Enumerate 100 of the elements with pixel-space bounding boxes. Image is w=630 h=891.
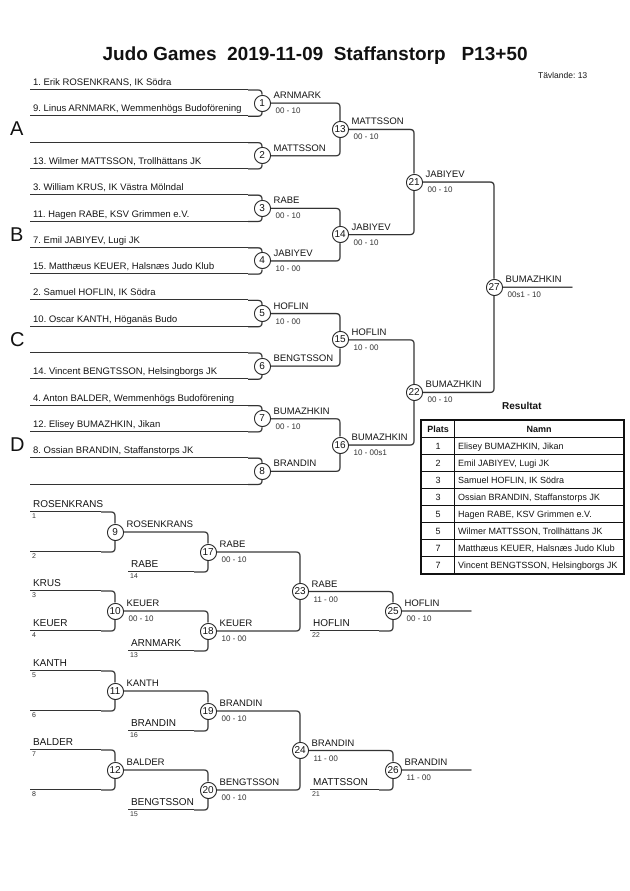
winner-name: JABIYEV <box>426 169 465 180</box>
bracket-line <box>402 769 472 771</box>
competitor-entry: 11. Hagen RABE, KSV Grimmen e.V. <box>30 208 248 222</box>
bracket-line <box>194 720 209 732</box>
bracket-line <box>422 296 495 394</box>
bracket-line <box>270 454 341 472</box>
match-circle: 24 <box>292 742 308 759</box>
bracket-line <box>502 286 572 288</box>
competitor-entry: 15. Matthæus KEUER, Halsnæs Judo Klub <box>30 261 248 274</box>
match-circle: 20 <box>200 782 216 798</box>
bracket-line <box>248 427 263 433</box>
bracket-line <box>248 269 263 275</box>
bracket-line <box>270 348 341 367</box>
bracket-line <box>101 749 116 762</box>
match-score: 00 - 10 <box>276 422 300 431</box>
bracket-line <box>248 164 263 170</box>
winner-name: BRANDIN <box>220 698 262 709</box>
competitor-entry: 2. Samuel HOFLIN, IK Södra <box>30 287 248 300</box>
bracket-line <box>124 531 209 544</box>
pool-letter: B <box>10 224 24 246</box>
winner-name: KANTH <box>126 678 159 689</box>
match-score: 10 - 00s1 <box>354 448 387 458</box>
competitor-entry: 4. Anton BALDER, Wemmenhögs Budoförening <box>30 392 248 406</box>
bracket-line <box>248 352 263 358</box>
title: Judo Games 2019-11-09 Staffanstorp P13+50 <box>102 44 528 66</box>
match-score: 00 - 10 <box>428 395 452 404</box>
match-score: 11 - 00 <box>314 594 338 604</box>
match-circle: 17 <box>200 544 216 560</box>
match-circle: 14 <box>332 226 348 244</box>
match-circle: 4 <box>254 252 270 270</box>
bracket-line <box>101 590 116 602</box>
winner-name: BUMAZHKIN <box>352 432 408 444</box>
match-score: 00 - 10 <box>354 132 378 142</box>
winner-name: MATTSSON <box>352 116 404 128</box>
match-circle: 8 <box>254 462 270 480</box>
match-score: 00 - 10 <box>222 555 246 564</box>
bracket-line <box>248 458 263 463</box>
winner-name: RABE <box>312 578 338 590</box>
competitor-entry: 1. Erik ROSENKRANS, IK Södra <box>30 77 248 90</box>
winner-name: HOFLIN <box>352 326 386 338</box>
competitor-entry: KRUS <box>30 578 101 591</box>
place-cell: 5 <box>421 522 454 540</box>
match-score: 00 - 10 <box>354 238 378 247</box>
bracket-line <box>124 769 209 782</box>
match-score: 00 - 10 <box>222 714 246 723</box>
bracket-line <box>30 352 248 353</box>
match-score: 11 - 00 <box>406 773 431 782</box>
match-circle: 21 <box>406 174 422 191</box>
bracket-line <box>270 312 341 332</box>
match-circle: 10 <box>106 602 124 620</box>
winner-name: ROSENKRANS <box>126 519 194 530</box>
match-circle: 23 <box>292 583 308 600</box>
bracket-line <box>30 551 101 552</box>
winner-name: RABE <box>220 539 246 550</box>
winner-name: BENGTSSON <box>274 353 334 364</box>
match-score: 00 - 10 <box>406 614 432 623</box>
competitor-entry: BALDER <box>30 737 101 750</box>
competitor-entry: 14. Vincent BENGTSSON, Helsingborgs JK <box>30 366 248 380</box>
match-circle: 15 <box>332 331 348 348</box>
winner-name: HOFLIN <box>404 598 440 609</box>
bracket-line <box>308 590 394 602</box>
place-cell: 3 <box>421 472 454 488</box>
bracket-line <box>248 112 263 117</box>
competitor-entry: 12. Elisey BUMAZHKIN, Jikan <box>30 418 248 432</box>
bracket-line <box>348 400 415 446</box>
bracket-line <box>124 610 209 622</box>
bracket-line <box>101 540 116 553</box>
bracket-line <box>248 247 263 252</box>
bracket-line <box>308 750 394 762</box>
winner-name: BRANDIN <box>274 458 316 470</box>
match-score: 00 - 10 <box>276 211 300 220</box>
bracket-line <box>101 670 116 682</box>
competitor-entry: 7. Emil JABIYEV, Lugi JK <box>30 234 248 248</box>
match-circle: 22 <box>406 384 422 401</box>
competitor-entry: BENGTSSON <box>128 797 194 810</box>
competitor-entry: ROSENKRANS <box>30 499 101 512</box>
match-circle: 6 <box>254 358 270 375</box>
winner-name: KEUER <box>126 598 160 609</box>
match-score: 10 - 00 <box>222 634 246 643</box>
match-score: 00 - 10 <box>428 185 452 194</box>
bracket-line <box>101 700 116 712</box>
match-score: 11 - 00 <box>314 754 338 762</box>
bracket-line <box>348 339 415 384</box>
competitor-entry: KEUER <box>30 618 101 631</box>
match-score: 00 - 10 <box>276 106 300 116</box>
competitor-entry: KANTH <box>30 658 101 671</box>
competitor-entry: 9. Linus ARNMARK, Wemmenhögs Budoförening <box>30 103 248 116</box>
winner-name: RABE <box>274 195 300 206</box>
bracket-line <box>402 610 472 612</box>
winner-name: JABIYEV <box>352 222 391 233</box>
match-circle: 2 <box>254 147 270 164</box>
winner-name: BRANDIN <box>404 757 448 768</box>
winner-name: BUMAZHKIN <box>506 274 562 286</box>
competitor-entry: BRANDIN <box>128 718 194 731</box>
competitor-entry: 8. Ossian BRANDIN, Staffanstorps JK <box>30 445 248 458</box>
competitor-count: Tävlande: 13 <box>538 70 588 80</box>
match-circle: 27 <box>486 278 502 296</box>
bracket-line <box>194 640 209 652</box>
bracket-line <box>101 778 116 791</box>
bracket-line <box>101 511 116 524</box>
